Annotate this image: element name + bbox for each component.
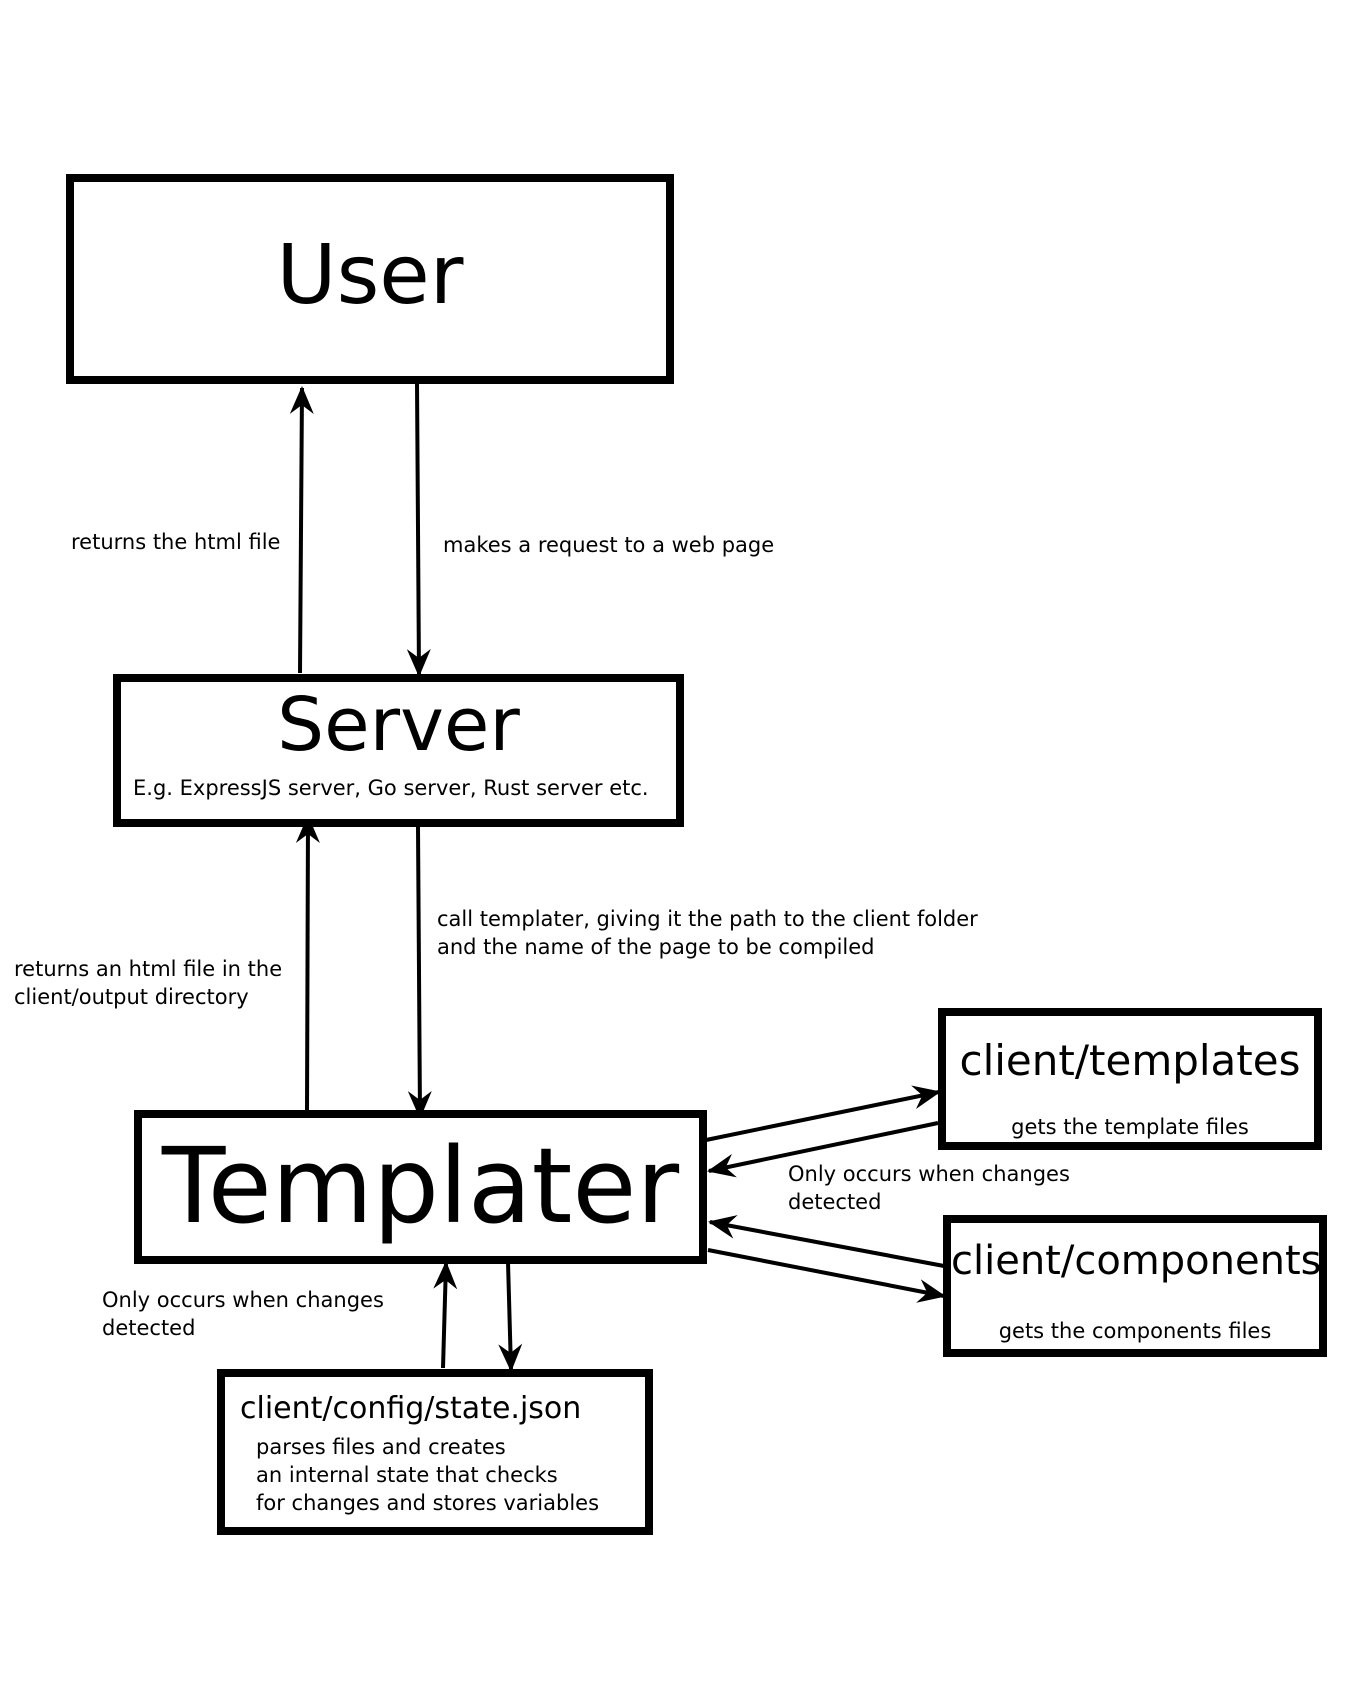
server-title: Server	[277, 682, 520, 768]
components-node: client/components gets the components fi…	[943, 1215, 1327, 1357]
server-subtitle: E.g. ExpressJS server, Go server, Rust s…	[133, 776, 649, 800]
user-node: User	[66, 174, 674, 384]
edge-label-templater-to-server-1: returns an html file in the	[14, 957, 283, 981]
templates-title: client/templates	[959, 1036, 1301, 1085]
state-node: client/config/state.json parses files an…	[217, 1369, 653, 1535]
templates-node: client/templates gets the template files	[938, 1008, 1322, 1150]
arrow-user-to-server	[406, 382, 431, 677]
edge-label-server-to-templater-2: and the name of the page to be compiled	[437, 935, 875, 959]
arrow-components-to-templater	[708, 1215, 945, 1268]
arrow-server-to-user	[289, 386, 314, 674]
edge-label-server-to-user: returns the html file	[71, 530, 281, 554]
templates-note-line-2: detected	[788, 1190, 882, 1214]
components-title: client/components	[951, 1238, 1322, 1284]
arrow-server-to-templater	[407, 826, 432, 1119]
arrow-templater-to-templates	[705, 1085, 941, 1142]
templates-note-line-1: Only occurs when changes	[788, 1162, 1070, 1186]
server-node: Server E.g. ExpressJS server, Go server,…	[113, 674, 684, 827]
user-title: User	[276, 228, 464, 323]
arrow-templates-to-templater	[707, 1121, 939, 1178]
arrow-state-to-templater	[433, 1261, 458, 1369]
arrow-templater-to-state	[498, 1261, 523, 1372]
state-desc-line-2: an internal state that checks	[256, 1463, 558, 1487]
state-title: client/config/state.json	[240, 1391, 582, 1426]
arrow-templater-to-server	[295, 815, 320, 1111]
edge-label-server-to-templater-1: call templater, giving it the path to th…	[437, 907, 978, 931]
templater-node: Templater	[134, 1110, 707, 1264]
templates-subtitle: gets the template files	[1011, 1115, 1249, 1139]
templater-title: Templater	[161, 1125, 680, 1247]
components-subtitle: gets the components files	[998, 1319, 1272, 1343]
state-desc-line-3: for changes and stores variables	[256, 1491, 600, 1515]
state-desc-line-1: parses files and creates	[256, 1435, 506, 1459]
edge-label-user-to-server: makes a request to a web page	[443, 533, 775, 557]
state-note-line-2: detected	[102, 1316, 196, 1340]
arrow-templater-to-components	[707, 1248, 946, 1303]
edge-label-templater-to-server-2: client/output directory	[14, 985, 249, 1009]
state-note-line-1: Only occurs when changes	[102, 1288, 384, 1312]
